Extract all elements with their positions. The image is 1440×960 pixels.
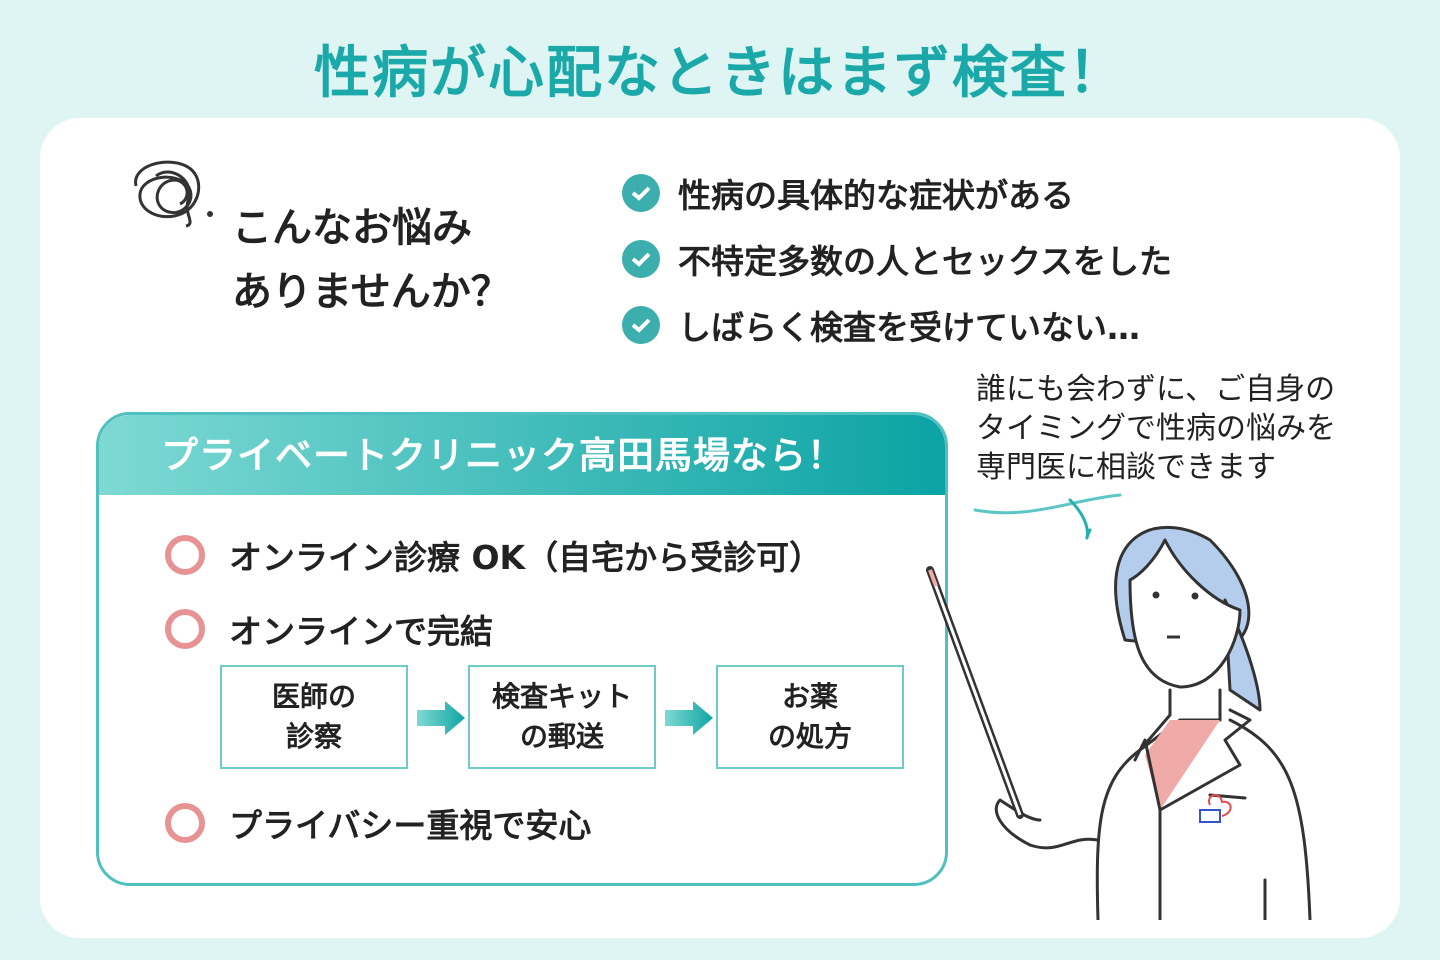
circle-mark-icon	[165, 609, 205, 649]
flow-step-kit-delivery: 検査キットの郵送	[468, 665, 656, 769]
doctor-illustration	[926, 493, 1312, 920]
tangled-scribble-icon	[134, 160, 213, 228]
circle-mark-icon	[165, 803, 205, 843]
checkmark-icon	[622, 174, 660, 212]
clinic-panel: プライベートクリニック高田馬場なら！ オンライン診療 OK（自宅から受診可） オ…	[96, 412, 948, 886]
check-item: しばらく検査を受けていない…	[622, 292, 1172, 358]
speech-line: 専門医に相談できます	[976, 450, 1276, 485]
arrow-right-icon	[417, 701, 465, 735]
check-item-label: 不特定多数の人とセックスをした	[678, 242, 1173, 281]
clinic-panel-heading: プライベートクリニック高田馬場なら！	[99, 415, 945, 495]
flow-step-prescription: お薬の処方	[716, 665, 904, 769]
feature-item: プライバシー重視で安心	[165, 799, 591, 847]
check-item-label: 性病の具体的な症状がある	[678, 176, 1074, 215]
flow-step-label: 診察	[285, 720, 342, 753]
check-item-label: しばらく検査を受けていない…	[678, 308, 1140, 347]
check-item: 不特定多数の人とセックスをした	[622, 226, 1172, 292]
circle-mark-icon	[165, 535, 205, 575]
flow-step-label: 検査キット	[491, 680, 632, 713]
worry-line-1: こんなお悩み	[232, 205, 472, 251]
flow-step-label: お薬	[781, 680, 838, 713]
worry-line-2: ありませんか？	[232, 269, 511, 315]
speech-line: タイミングで性病の悩みを	[976, 411, 1336, 446]
feature-label: オンラインで完結	[229, 612, 493, 651]
flow-step-examination: 医師の診察	[220, 665, 408, 769]
check-item: 性病の具体的な症状がある	[622, 160, 1172, 226]
symptom-checklist: 性病の具体的な症状がある 不特定多数の人とセックスをした しばらく検査を受けてい…	[622, 160, 1172, 358]
checkmark-icon	[622, 306, 660, 344]
feature-label: プライバシー重視で安心	[229, 806, 592, 845]
feature-label: オンライン診療 OK（自宅から受診可）	[229, 538, 823, 577]
checkmark-icon	[622, 240, 660, 278]
speech-line: 誰にも会わずに、ご自身の	[976, 372, 1336, 407]
arrow-right-icon	[665, 701, 713, 735]
worry-heading: こんなお悩み ありませんか？	[232, 196, 511, 324]
feature-item: オンライン診療 OK（自宅から受診可）	[165, 531, 822, 579]
doctor-speech: 誰にも会わずに、ご自身の タイミングで性病の悩みを 専門医に相談できます	[976, 370, 1336, 487]
flow-step-label: 医師の	[271, 680, 356, 713]
page-title: 性病が心配なときはまず検査！	[314, 41, 1126, 106]
feature-item: オンラインで完結	[165, 605, 493, 653]
flow-step-label: の郵送	[519, 720, 604, 753]
flow-step-label: の処方	[767, 720, 852, 753]
